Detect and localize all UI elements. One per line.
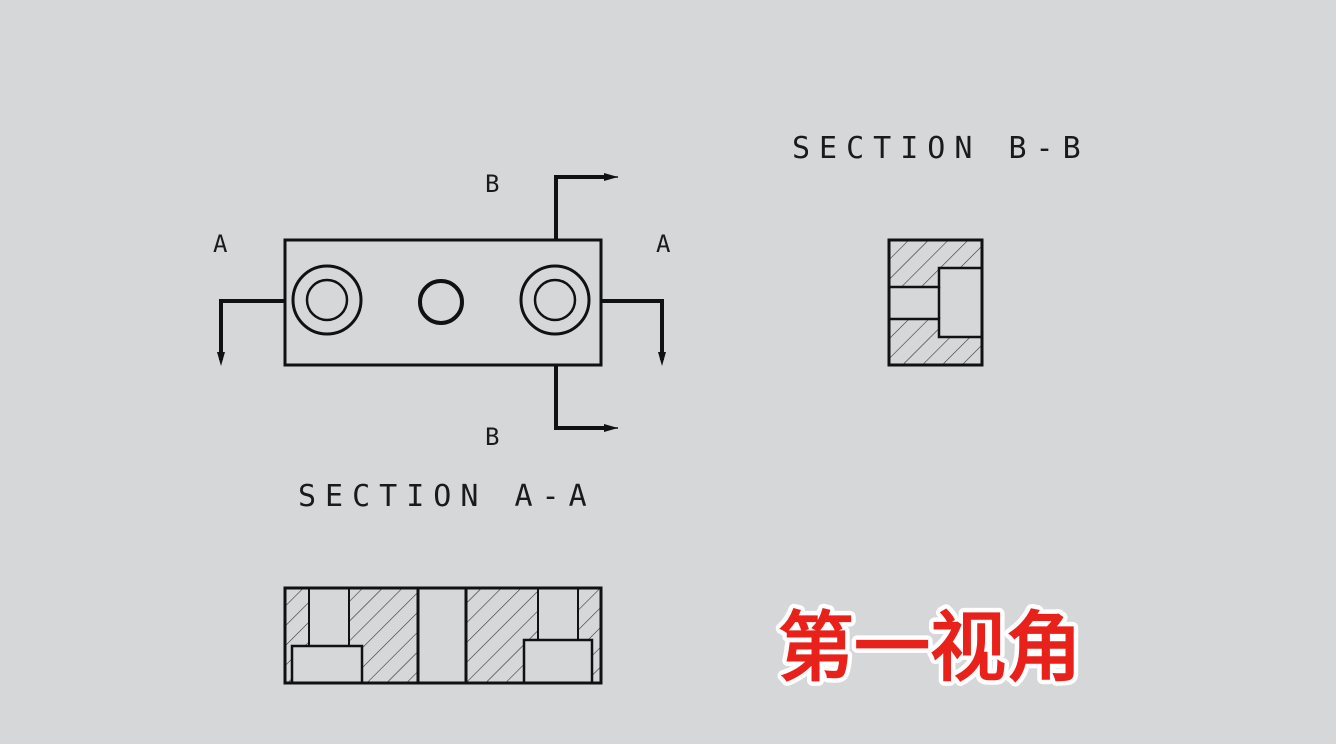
left-counterbore-outer: [291, 264, 363, 336]
center-hole: [418, 279, 464, 325]
cut-label-b-bottom: B: [485, 423, 499, 451]
right-counterbore-outer: [519, 264, 591, 336]
cutting-plane-aa: A A: [213, 230, 671, 366]
top-view-outline: [283, 238, 603, 367]
caption-text: 第一视角: [778, 603, 1082, 692]
section-aa-title: SECTION A-A: [298, 479, 596, 514]
section-bb-view: [887, 238, 984, 367]
caption-overlay: 第一视角: [774, 599, 1087, 697]
cut-label-a-right: A: [656, 230, 671, 258]
section-bb-title: SECTION B-B: [792, 131, 1090, 166]
cutting-plane-bb: B B: [485, 170, 618, 451]
right-counterbore-inner: [533, 278, 577, 322]
cut-label-b-top: B: [485, 170, 499, 198]
top-view: [283, 238, 603, 367]
cut-label-a-left: A: [213, 230, 228, 258]
section-aa-view: [283, 586, 603, 685]
left-counterbore-inner: [305, 278, 349, 322]
